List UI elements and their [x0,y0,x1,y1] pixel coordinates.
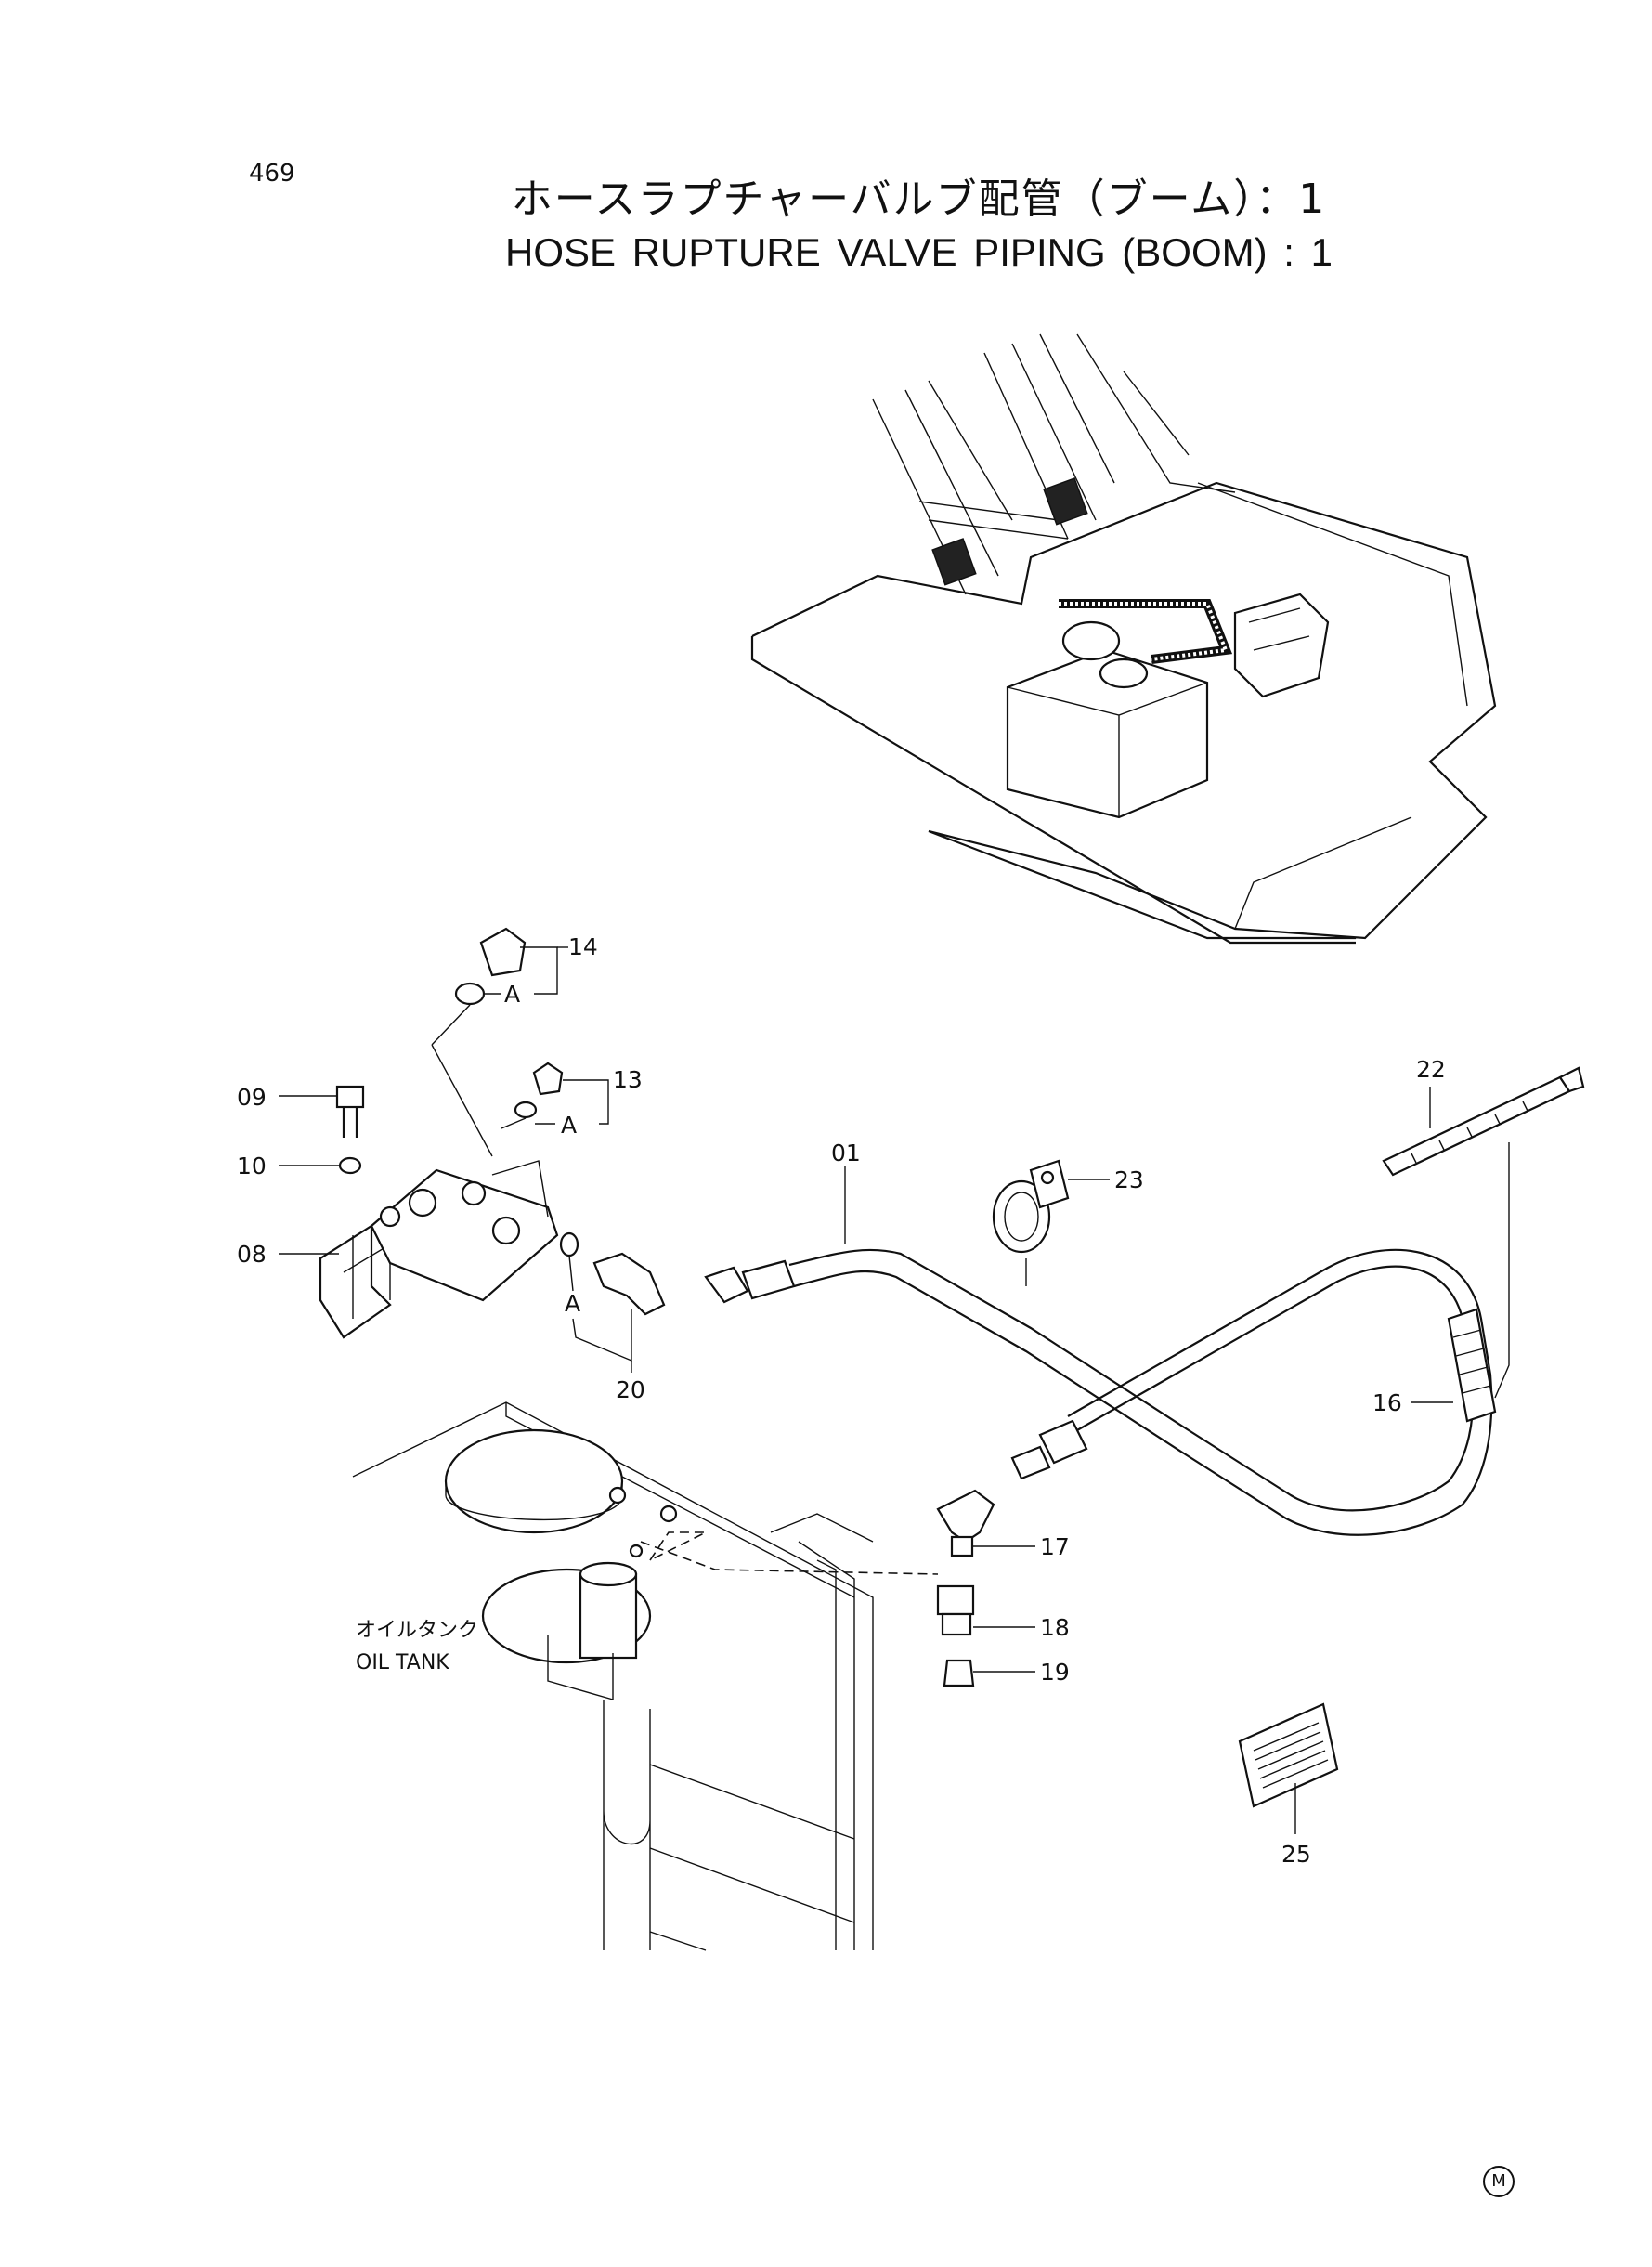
oil-tank-label-jp: オイルタンク [356,1619,478,1642]
ref-mark-a-13: A [561,1112,577,1139]
title-english: HOSE RUPTURE VALVE PIPING (BOOM) : 1 [505,230,1333,274]
callout-23: 23 [1114,1166,1144,1193]
page-number: 469 [249,160,295,188]
leader-lines [279,946,1510,1834]
ref-mark-a-20: A [565,1290,580,1317]
ref-mark-a-14: A [504,981,520,1008]
corner-mark: M [1483,2166,1515,2197]
tie-band-part [1382,1066,1585,1177]
callout-08: 08 [237,1241,267,1268]
callout-01: 01 [831,1140,861,1166]
callout-19: 19 [1040,1659,1070,1686]
callout-13: 13 [613,1066,643,1093]
callout-16: 16 [1372,1389,1402,1416]
hose-rupture-valve-assembly [319,927,666,1339]
oil-tank-sketch [352,1401,939,1951]
oil-tank-label-en: OIL TANK [356,1651,449,1674]
callout-14: 14 [568,933,598,960]
hose-lines [704,1248,1497,1687]
callout-25: 25 [1281,1841,1311,1868]
machine-overview-sketch [750,333,1497,945]
callout-18: 18 [1040,1614,1070,1641]
label-plate-part [1238,1702,1339,1808]
title-japanese: ホースラプチャーバルブ配管（ブーム）：1 [511,176,1327,223]
callout-09: 09 [237,1084,267,1111]
callout-10: 10 [237,1153,267,1179]
callout-20: 20 [616,1376,645,1403]
callout-22: 22 [1416,1056,1446,1083]
clamp-part [992,1159,1070,1254]
callout-17: 17 [1040,1533,1070,1560]
